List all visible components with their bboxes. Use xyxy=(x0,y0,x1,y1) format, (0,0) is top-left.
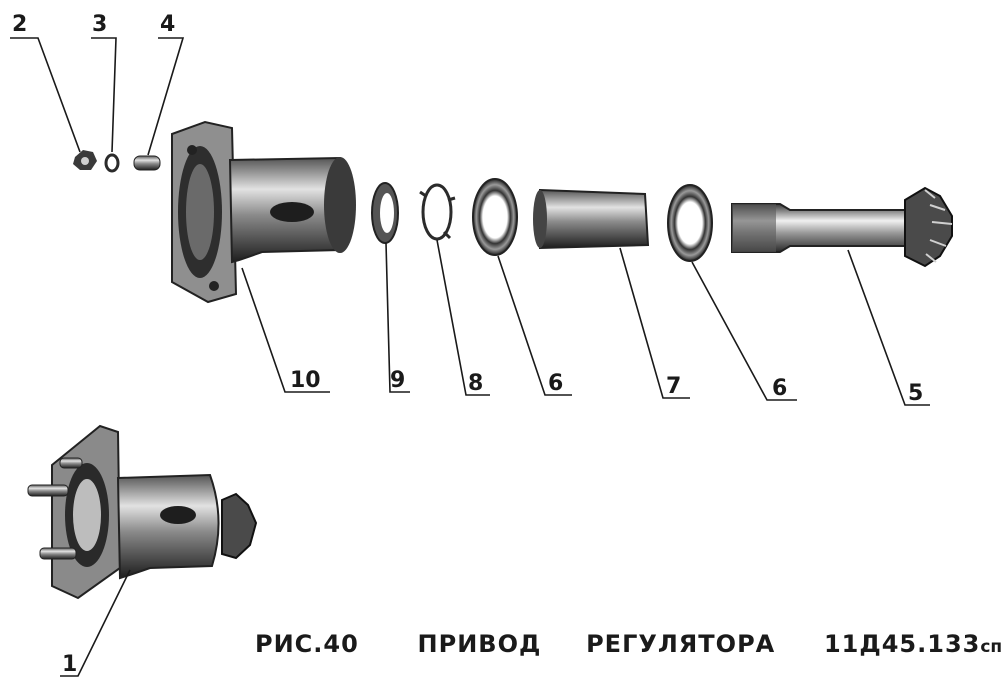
leader-3 xyxy=(91,37,117,153)
caption-title-part1: ПРИВОД xyxy=(417,630,542,658)
leader-4 xyxy=(147,37,185,156)
part-3-washer xyxy=(104,153,120,173)
callout-2: 2 xyxy=(12,12,28,37)
leader-lines xyxy=(10,37,930,677)
part-1-assembly xyxy=(27,424,258,600)
figure-caption: РИС.40 ПРИВОД РЕГУЛЯТОРА 11Д45.133спч xyxy=(255,630,1003,658)
leader-6b xyxy=(691,261,797,401)
leader-6a xyxy=(497,255,572,396)
callout-6-right: 6 xyxy=(772,376,788,401)
caption-title-part2: РЕГУЛЯТОРА xyxy=(586,630,776,658)
leader-2 xyxy=(10,37,81,153)
leader-1 xyxy=(60,569,131,677)
caption-code-suffix: спч xyxy=(980,637,1003,657)
part-6-bearing-left xyxy=(472,178,518,256)
part-6-bearing-right xyxy=(667,184,713,262)
leader-10 xyxy=(241,267,330,393)
callout-3: 3 xyxy=(92,12,108,37)
callout-7: 7 xyxy=(666,374,682,399)
leader-5 xyxy=(847,249,930,406)
part-4-pin xyxy=(133,155,161,171)
leader-8 xyxy=(436,239,490,396)
callout-10: 10 xyxy=(290,368,321,393)
part-10-housing xyxy=(171,120,356,304)
callout-1: 1 xyxy=(62,652,78,677)
callout-5: 5 xyxy=(908,381,924,406)
part-9-ring-nut xyxy=(371,182,399,244)
callout-8: 8 xyxy=(468,371,484,396)
caption-figure-number: РИС.40 xyxy=(255,630,359,658)
caption-code: 11Д45.133 xyxy=(823,630,981,658)
leader-7 xyxy=(619,247,690,399)
callout-9: 9 xyxy=(390,368,406,393)
part-8-lock-washer xyxy=(419,183,456,241)
leader-9 xyxy=(385,242,410,393)
part-5-gear-shaft xyxy=(731,186,953,268)
part-7-sleeve xyxy=(533,188,650,250)
callout-6-left: 6 xyxy=(548,371,564,396)
part-2-nut xyxy=(73,150,97,170)
callout-4: 4 xyxy=(160,12,176,37)
